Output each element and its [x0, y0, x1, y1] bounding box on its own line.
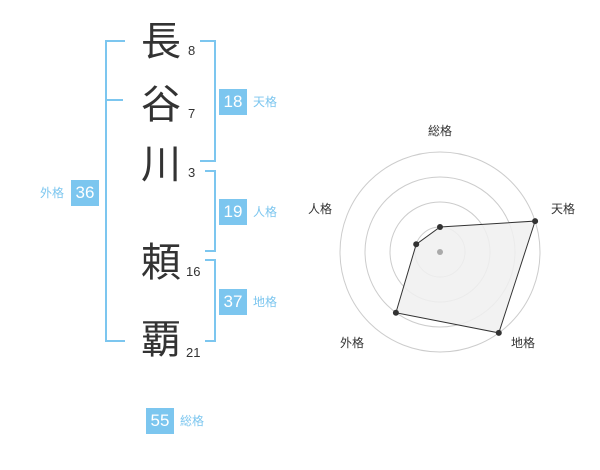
gaikaku-badge: 36 — [71, 180, 99, 206]
radar-axis-label-chikaku: 地格 — [511, 336, 536, 350]
gaikaku-label: 外格 — [40, 186, 65, 200]
radar-point-1 — [437, 224, 443, 230]
soukaku-label: 総格 — [180, 414, 205, 428]
stroke-count-5: 21 — [186, 345, 201, 360]
chikaku-bracket — [205, 259, 216, 342]
radar-axis-label-soukaku: 総格 — [428, 124, 453, 138]
soukaku-badge: 55 — [146, 408, 174, 434]
tenkaku-label: 天格 — [253, 95, 278, 109]
tenkaku-bracket — [200, 40, 216, 162]
stroke-count-3: 3 — [188, 165, 196, 180]
stroke-count-2: 7 — [188, 106, 196, 121]
gaikaku-bracket-mid — [105, 99, 123, 101]
radar-center-point — [437, 249, 443, 255]
tenkaku-badge: 18 — [219, 89, 247, 115]
name-char-1: 長 — [141, 19, 181, 65]
radar-value-polygon — [395, 220, 536, 334]
radar-axis-label-tenkaku: 天格 — [551, 202, 576, 216]
name-char-5: 覇 — [141, 317, 181, 363]
radar-ring-4 — [339, 151, 541, 353]
stroke-count-1: 8 — [188, 43, 196, 58]
jinkaku-bracket — [205, 170, 216, 252]
radar-point-5 — [413, 241, 420, 248]
chikaku-badge: 37 — [219, 289, 247, 315]
radar-axis-label-gaikaku: 外格 — [340, 336, 365, 350]
chikaku-label: 地格 — [253, 295, 278, 309]
radar-point-2 — [532, 218, 539, 225]
name-char-4: 頼 — [141, 240, 181, 286]
name-char-2: 谷 — [141, 82, 181, 128]
jinkaku-badge: 19 — [219, 199, 247, 225]
radar-axis-label-jinkaku: 人格 — [308, 202, 333, 216]
radar-point-4 — [392, 309, 399, 316]
gaikaku-bracket — [105, 40, 125, 342]
stroke-count-4: 16 — [186, 264, 201, 279]
radar-point-3 — [495, 329, 502, 336]
jinkaku-label: 人格 — [253, 205, 278, 219]
name-char-3: 川 — [141, 142, 181, 188]
